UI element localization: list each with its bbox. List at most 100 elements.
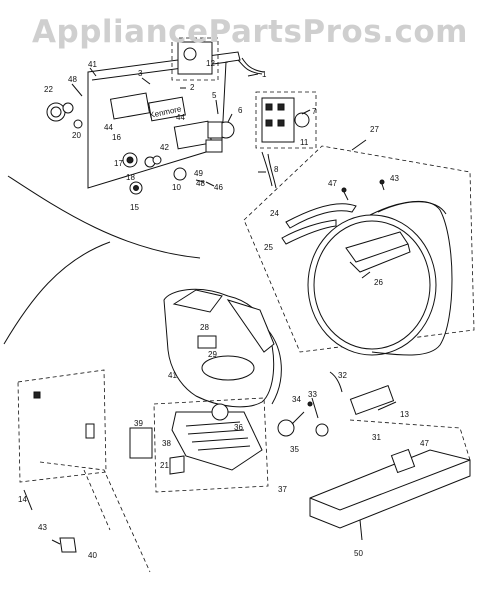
bulkhead-panel xyxy=(163,288,275,408)
part-number-labels: 41 48 22 3 2 12 1 5 6 7 11 20 44 16 44 4… xyxy=(18,59,429,560)
label-44-right: 44 xyxy=(176,113,185,122)
fuse-34 xyxy=(315,423,329,437)
door-latch-40 xyxy=(59,537,77,553)
label-41-bulkhead: 41 xyxy=(168,371,177,380)
label-1: 1 xyxy=(262,70,267,79)
wire-4b xyxy=(241,57,265,73)
label-47-base: 47 xyxy=(420,439,429,448)
label-8: 8 xyxy=(274,165,279,174)
label-22: 22 xyxy=(44,85,53,94)
label-37: 37 xyxy=(278,485,287,494)
felt-seal-24 xyxy=(285,203,357,229)
button-15 xyxy=(129,181,143,195)
label-49: 49 xyxy=(194,169,203,178)
label-43-drum: 43 xyxy=(390,174,399,183)
cabinet-left-curve xyxy=(3,241,111,345)
drum-callout-box xyxy=(243,145,475,353)
label-15: 15 xyxy=(130,203,139,212)
lint-screen xyxy=(171,411,263,471)
label-48: 48 xyxy=(68,75,77,84)
thermostat-35 xyxy=(277,419,295,437)
label-27: 27 xyxy=(370,125,379,134)
bulkhead-label-plate xyxy=(201,355,255,381)
label-2: 2 xyxy=(190,83,195,92)
label-33: 33 xyxy=(308,390,317,399)
drum-front-rim xyxy=(307,214,437,356)
label-17: 17 xyxy=(114,159,123,168)
front-bulkhead xyxy=(163,288,282,408)
label-13: 13 xyxy=(400,410,409,419)
control-panel-body xyxy=(87,51,241,189)
label-28: 28 xyxy=(200,323,209,332)
cabinet-front-curve xyxy=(7,175,201,259)
lint-bracket-38 xyxy=(169,455,185,475)
heater-bracket-31 xyxy=(349,385,395,415)
label-50: 50 xyxy=(354,549,363,558)
wire-4 xyxy=(237,59,263,75)
lint-filter xyxy=(129,397,269,493)
label-41-top: 41 xyxy=(88,60,97,69)
label-16: 16 xyxy=(112,133,121,142)
label-10: 10 xyxy=(172,183,181,192)
label-43-latch: 43 xyxy=(38,523,47,532)
access-panel-outline xyxy=(17,369,107,483)
heater-assembly xyxy=(277,371,397,437)
label-14: 14 xyxy=(18,495,27,504)
label-24: 24 xyxy=(270,209,279,218)
label-7: 7 xyxy=(312,107,317,116)
label-38: 38 xyxy=(162,439,171,448)
label-29: 29 xyxy=(208,350,217,359)
label-3: 3 xyxy=(138,69,143,78)
label-31: 31 xyxy=(372,433,381,442)
label-36: 36 xyxy=(234,423,243,432)
label-6: 6 xyxy=(238,106,243,115)
label-12: 12 xyxy=(206,59,215,68)
bulkhead-right-brace xyxy=(226,299,275,353)
lint-ring-36 xyxy=(211,403,229,421)
label-42: 42 xyxy=(160,143,169,152)
label-21: 21 xyxy=(160,461,169,470)
label-18: 18 xyxy=(126,173,135,182)
timer-knob xyxy=(46,102,74,122)
label-20: 20 xyxy=(72,131,81,140)
knob-17 xyxy=(144,155,162,168)
panel-window-right xyxy=(148,96,186,122)
terminal-block xyxy=(255,91,317,149)
label-40: 40 xyxy=(88,551,97,560)
lint-cover-39 xyxy=(129,427,153,459)
panel-window-left xyxy=(109,92,151,120)
drum xyxy=(243,139,475,356)
access-panel xyxy=(17,369,151,573)
timer xyxy=(171,37,219,81)
wire-harness-8b xyxy=(267,153,277,189)
switch-10 xyxy=(173,167,187,181)
bulkhead-bracket xyxy=(197,335,217,349)
leader-lines-top xyxy=(71,67,311,187)
base-panel-body xyxy=(309,449,471,529)
label-34: 34 xyxy=(292,395,301,404)
control-panel: Kenmore xyxy=(87,51,241,189)
label-5: 5 xyxy=(212,91,217,100)
label-11: 11 xyxy=(300,138,309,147)
base-clip-47 xyxy=(390,448,416,474)
wire-harness-8 xyxy=(261,151,273,187)
lint-callout-box xyxy=(153,397,269,493)
label-32: 32 xyxy=(338,371,347,380)
label-44-left: 44 xyxy=(104,123,113,132)
label-46: 46 xyxy=(214,183,223,192)
felt-seal-25 xyxy=(281,219,337,245)
label-35: 35 xyxy=(290,445,299,454)
knob-small xyxy=(73,119,83,129)
sensor-wire-32 xyxy=(329,371,343,393)
label-47-drum: 47 xyxy=(328,179,337,188)
bulkhead-top-tab xyxy=(172,289,223,313)
label-48-right: 48 xyxy=(196,179,205,188)
label-39: 39 xyxy=(134,419,143,428)
label-25: 25 xyxy=(264,243,273,252)
label-26: 26 xyxy=(374,278,383,287)
selector-knob xyxy=(122,152,138,168)
base-panel xyxy=(309,419,471,541)
switch-6 xyxy=(205,121,235,153)
